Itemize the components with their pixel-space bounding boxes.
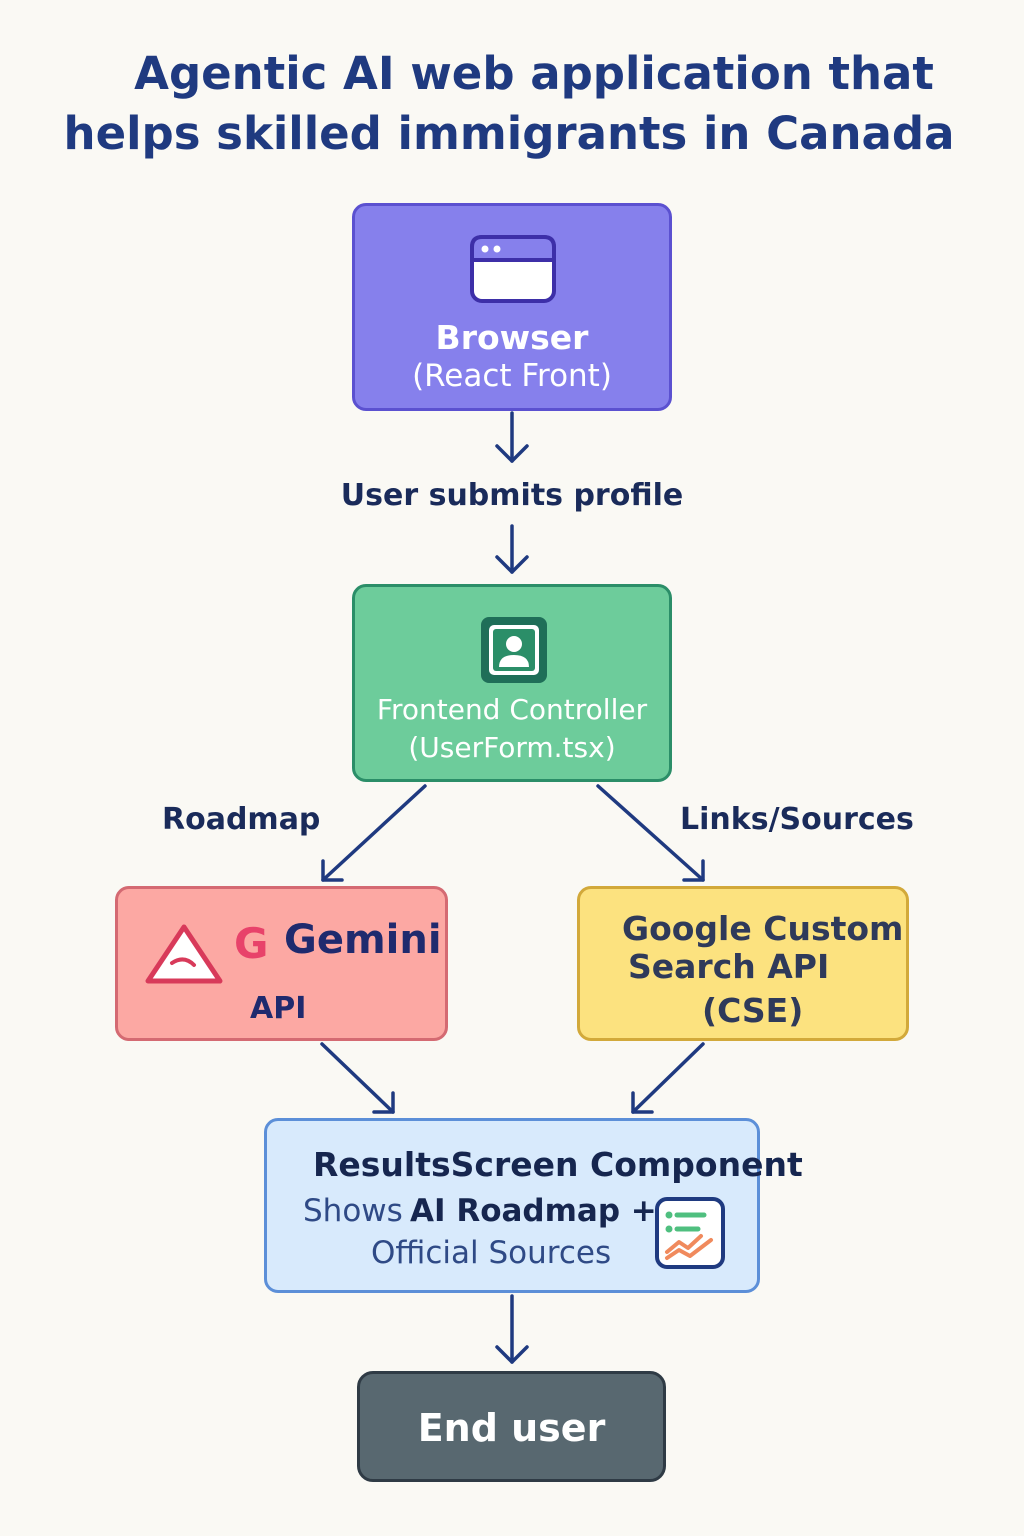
gemini-g-letter: G	[234, 919, 269, 968]
cse-line-1: Google Custom	[622, 909, 904, 948]
arrow-label-to-controller	[495, 524, 529, 574]
user-profile-icon	[481, 617, 547, 683]
diagram-title-line-2: helps skilled immigrants in Canada	[63, 107, 955, 160]
frontend-controller-title: Frontend Controller	[376, 693, 648, 726]
results-sources-text: Official Sources	[371, 1235, 612, 1271]
results-screen-node: ResultsScreen Component Shows AI Roadmap…	[264, 1118, 803, 1293]
browser-node: Browser (React Front)	[352, 203, 672, 411]
frontend-controller-node: Frontend Controller (UserForm.tsx)	[352, 584, 672, 782]
cse-line-2: Search API	[628, 947, 830, 986]
cse-line-3: (CSE)	[702, 991, 804, 1030]
arrow-gemini-to-results	[320, 1042, 395, 1114]
edge-label-roadmap: Roadmap	[162, 802, 321, 837]
gemini-api-label: API	[250, 991, 307, 1026]
edge-label-links-sources: Links/Sources	[680, 802, 914, 837]
browser-window-icon	[470, 235, 556, 303]
browser-subtitle: (React Front)	[412, 358, 612, 394]
results-shows-text: Shows	[303, 1193, 403, 1229]
google-cse-node: Google Custom Search API (CSE)	[577, 886, 909, 1041]
gemini-api-node: G Gemini API	[115, 886, 448, 1041]
arrow-browser-to-label	[495, 411, 529, 463]
report-chart-icon	[655, 1197, 725, 1269]
arrow-results-to-end-user	[495, 1294, 529, 1364]
results-title: ResultsScreen Component	[313, 1145, 803, 1184]
arrow-cse-to-results	[631, 1042, 705, 1114]
end-user-label: End user	[417, 1406, 606, 1450]
edge-label-user-submits-profile: User submits profile	[340, 478, 684, 513]
gemini-logo-icon	[145, 924, 223, 984]
frontend-controller-subtitle: (UserForm.tsx)	[408, 731, 616, 764]
diagram-title-line-1: Agentic AI web application that	[134, 47, 934, 100]
results-roadmap-text: AI Roadmap +	[410, 1193, 657, 1229]
gemini-name: Gemini	[284, 917, 442, 963]
browser-title: Browser	[435, 318, 589, 357]
arrow-controller-to-cse	[596, 784, 705, 882]
end-user-node: End user	[357, 1371, 666, 1482]
arrow-controller-to-gemini	[321, 784, 427, 882]
